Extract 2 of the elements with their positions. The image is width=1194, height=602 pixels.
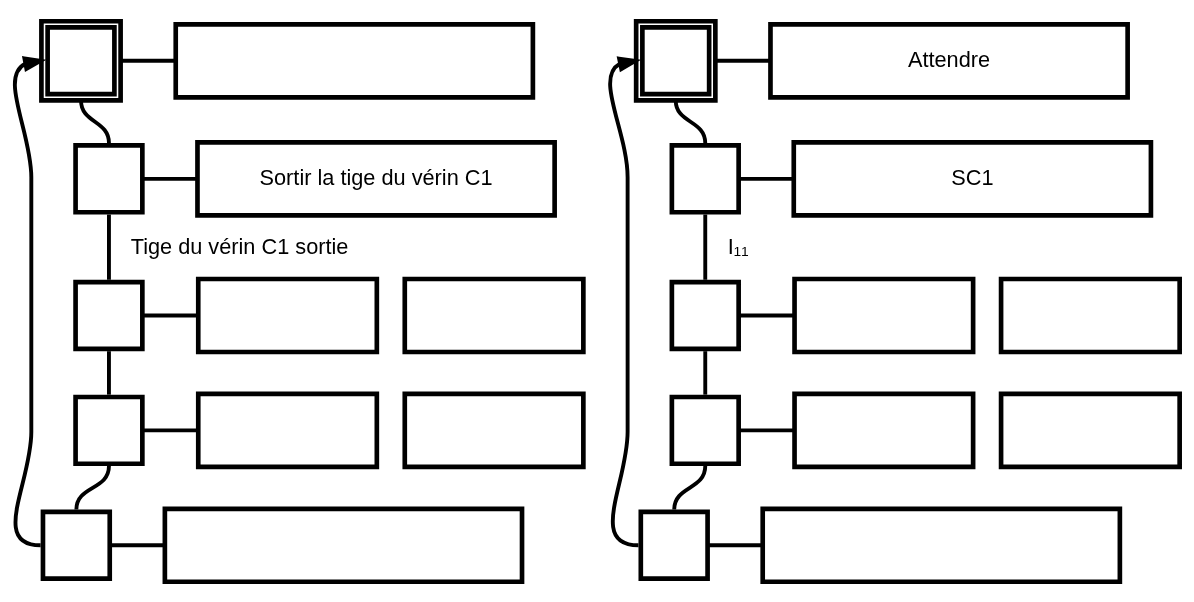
- edge-label: I₁₁: [727, 233, 749, 259]
- edge-label: Tige du vérin C1 sortie: [130, 233, 349, 259]
